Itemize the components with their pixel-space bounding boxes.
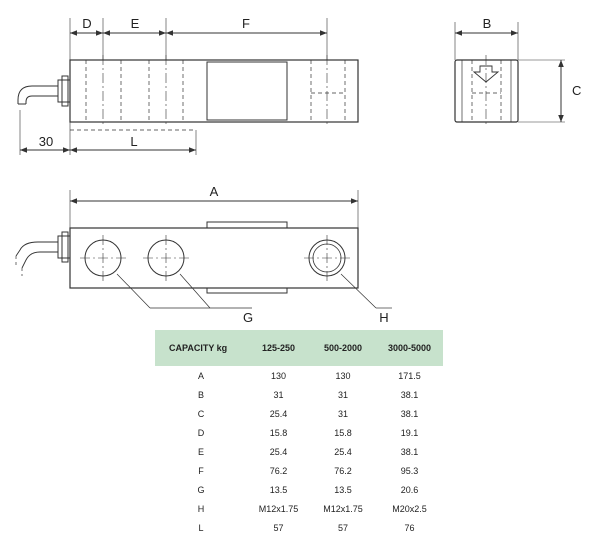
label-f: F	[242, 16, 250, 31]
table-cell-dimension: E	[197, 446, 204, 457]
table-cell-dimension: H	[197, 503, 205, 514]
header-capacity: CAPACITY kg	[155, 330, 247, 366]
leader-g-2	[179, 273, 211, 309]
table-cell-dimension: D	[197, 427, 205, 438]
cable-front	[15, 241, 58, 257]
label-g: G	[243, 310, 253, 325]
table-header-row: CAPACITY kg 125-250 500-2000 3000-5000	[155, 330, 443, 366]
table-cell-dimension: B	[197, 389, 204, 400]
label-b: B	[483, 16, 492, 31]
table-cell-value: M12x1.75	[323, 503, 363, 514]
load-cell-body-end	[454, 59, 519, 123]
table-cell-value: 38.1	[400, 408, 419, 419]
capacity-table-wrap: CAPACITY kg 125-250 500-2000 3000-5000 A…	[155, 330, 443, 537]
table-cell-value: 38.1	[400, 446, 419, 457]
load-direction-arrow	[472, 65, 500, 83]
table-cell-value: M12x1.75	[258, 503, 299, 514]
table-cell-value: 15.8	[334, 427, 352, 438]
label-e: E	[131, 16, 140, 31]
gauge-pocket-bottom	[206, 287, 288, 294]
table-cell-value: 130	[270, 370, 287, 381]
table-cell-value: 171.5	[398, 370, 421, 381]
capacity-table: CAPACITY kg 125-250 500-2000 3000-5000 A…	[155, 330, 443, 537]
table-cell-dimension: G	[197, 484, 205, 495]
front-view	[15, 190, 392, 309]
cable-gland-top	[57, 79, 71, 103]
label-a: A	[210, 184, 219, 199]
table-cell-value: 13.5	[269, 484, 288, 495]
table-row: G 13.5 13.5 20.6	[155, 480, 443, 499]
table-row: E 25.4 25.4 38.1	[155, 442, 443, 461]
top-view	[17, 18, 359, 155]
table-cell-dimension: L	[198, 522, 204, 533]
table-cell-value: 20.6	[400, 484, 419, 495]
table-cell-value: 76.2	[269, 465, 288, 476]
label-30: 30	[39, 134, 53, 149]
label-h: H	[379, 310, 388, 325]
label-d: D	[82, 16, 91, 31]
table-cell-value: 31	[273, 389, 284, 400]
load-cell-body-top	[69, 59, 359, 123]
table-cell-value: 25.4	[269, 446, 288, 457]
table-cell-value: 31	[337, 408, 348, 419]
header-125-250: 125-250	[247, 330, 310, 366]
table-row: A 130 130 171.5	[155, 366, 443, 385]
table-cell-value: 38.1	[400, 389, 419, 400]
table-row: L 57 57 76	[155, 518, 443, 537]
header-3000-5000: 3000-5000	[376, 330, 443, 366]
table-cell-value: 19.1	[400, 427, 419, 438]
table-cell-value: 57	[337, 522, 348, 533]
table-cell-value: 25.4	[269, 408, 288, 419]
table-cell-dimension: F	[198, 465, 204, 476]
table-row: B 31 31 38.1	[155, 385, 443, 404]
table-cell-value: 76	[404, 522, 415, 533]
table-cell-value: 130	[335, 370, 351, 381]
end-view	[454, 22, 565, 127]
table-cell-value: 15.8	[269, 427, 288, 438]
table-cell-value: 31	[337, 389, 348, 400]
header-500-2000: 500-2000	[310, 330, 376, 366]
leader-g-1	[116, 273, 151, 309]
table-cell-dimension: A	[197, 370, 204, 381]
table-row: H M12x1.75 M12x1.75 M20x2.5	[155, 499, 443, 518]
load-cell-body-front	[69, 227, 359, 289]
label-l: L	[130, 134, 137, 149]
table-cell-value: 76.2	[334, 465, 352, 476]
table-row: F 76.2 76.2 95.3	[155, 461, 443, 480]
table-cell-value: 57	[273, 522, 284, 533]
table-cell-value: 13.5	[334, 484, 352, 495]
table-cell-value: 25.4	[334, 446, 352, 457]
cable-gland-front	[57, 235, 71, 259]
table-row: D 15.8 15.8 19.1	[155, 423, 443, 442]
load-cell-drawing: D E F B C 30 L A G H	[15, 16, 581, 325]
gauge-pocket-top	[206, 221, 288, 229]
label-c: C	[572, 83, 581, 98]
table-cell-value: 95.3	[400, 465, 419, 476]
table-cell-value: M20x2.5	[392, 503, 427, 514]
leader-h	[340, 273, 377, 309]
table-row: C 25.4 31 38.1	[155, 404, 443, 423]
gauge-window-top	[206, 61, 288, 121]
table-cell-dimension: C	[197, 408, 205, 419]
cable-top	[17, 85, 58, 104]
